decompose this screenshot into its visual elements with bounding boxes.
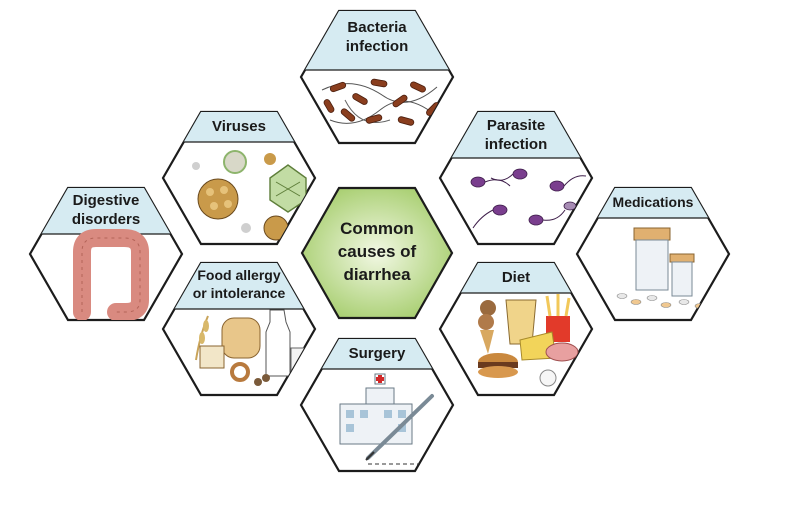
hex-digestive-title-line1: Digestive [73, 192, 140, 209]
food-allergy-illustration [195, 309, 308, 386]
center-title-line3: diarrhea [343, 265, 411, 284]
colon-label-line1: Crohn's [91, 276, 125, 286]
colon-illustration [73, 229, 149, 320]
hex-diet: Diet [438, 261, 594, 397]
hex-surgery: Surgery [299, 337, 455, 473]
colon-label-line2: disease [91, 287, 124, 297]
hex-food-allergy: Food allergy or intolerance [161, 261, 317, 397]
hex-bacteria-infection: Bacteria infection [299, 9, 455, 145]
center-title-line2: causes of [338, 242, 417, 261]
surgery-illustration [339, 373, 434, 465]
bacteria-illustration [321, 78, 440, 126]
hex-diet-title: Diet [502, 269, 530, 286]
hex-parasite-title-line2: infection [485, 136, 548, 153]
parasite-illustration [470, 168, 587, 229]
hex-medications: Medications [575, 186, 731, 322]
center-title-line1: Common [340, 219, 414, 238]
hex-viruses: Viruses [161, 110, 317, 246]
hex-bacteria-title-line2: infection [346, 38, 409, 55]
hex-digestive-title-line2: disorders [72, 211, 140, 228]
hex-food-allergy-title-line2: or intolerance [193, 285, 286, 301]
hex-surgery-title: Surgery [349, 345, 406, 362]
hex-parasite-infection: Parasite infection [438, 110, 594, 246]
hex-digestive-disorders: Crohn's disease Digestive disorders [28, 186, 184, 322]
hex-viruses-title: Viruses [212, 118, 266, 135]
hex-medications-title: Medications [613, 194, 694, 210]
hex-parasite-title-line1: Parasite [487, 117, 545, 134]
hex-center-common-causes: Common causes of diarrhea [300, 186, 454, 320]
virus-illustration [192, 150, 307, 241]
hex-bacteria-title-line1: Bacteria [347, 19, 407, 36]
diet-illustration [478, 294, 579, 387]
hex-food-allergy-title-line1: Food allergy [197, 267, 280, 283]
